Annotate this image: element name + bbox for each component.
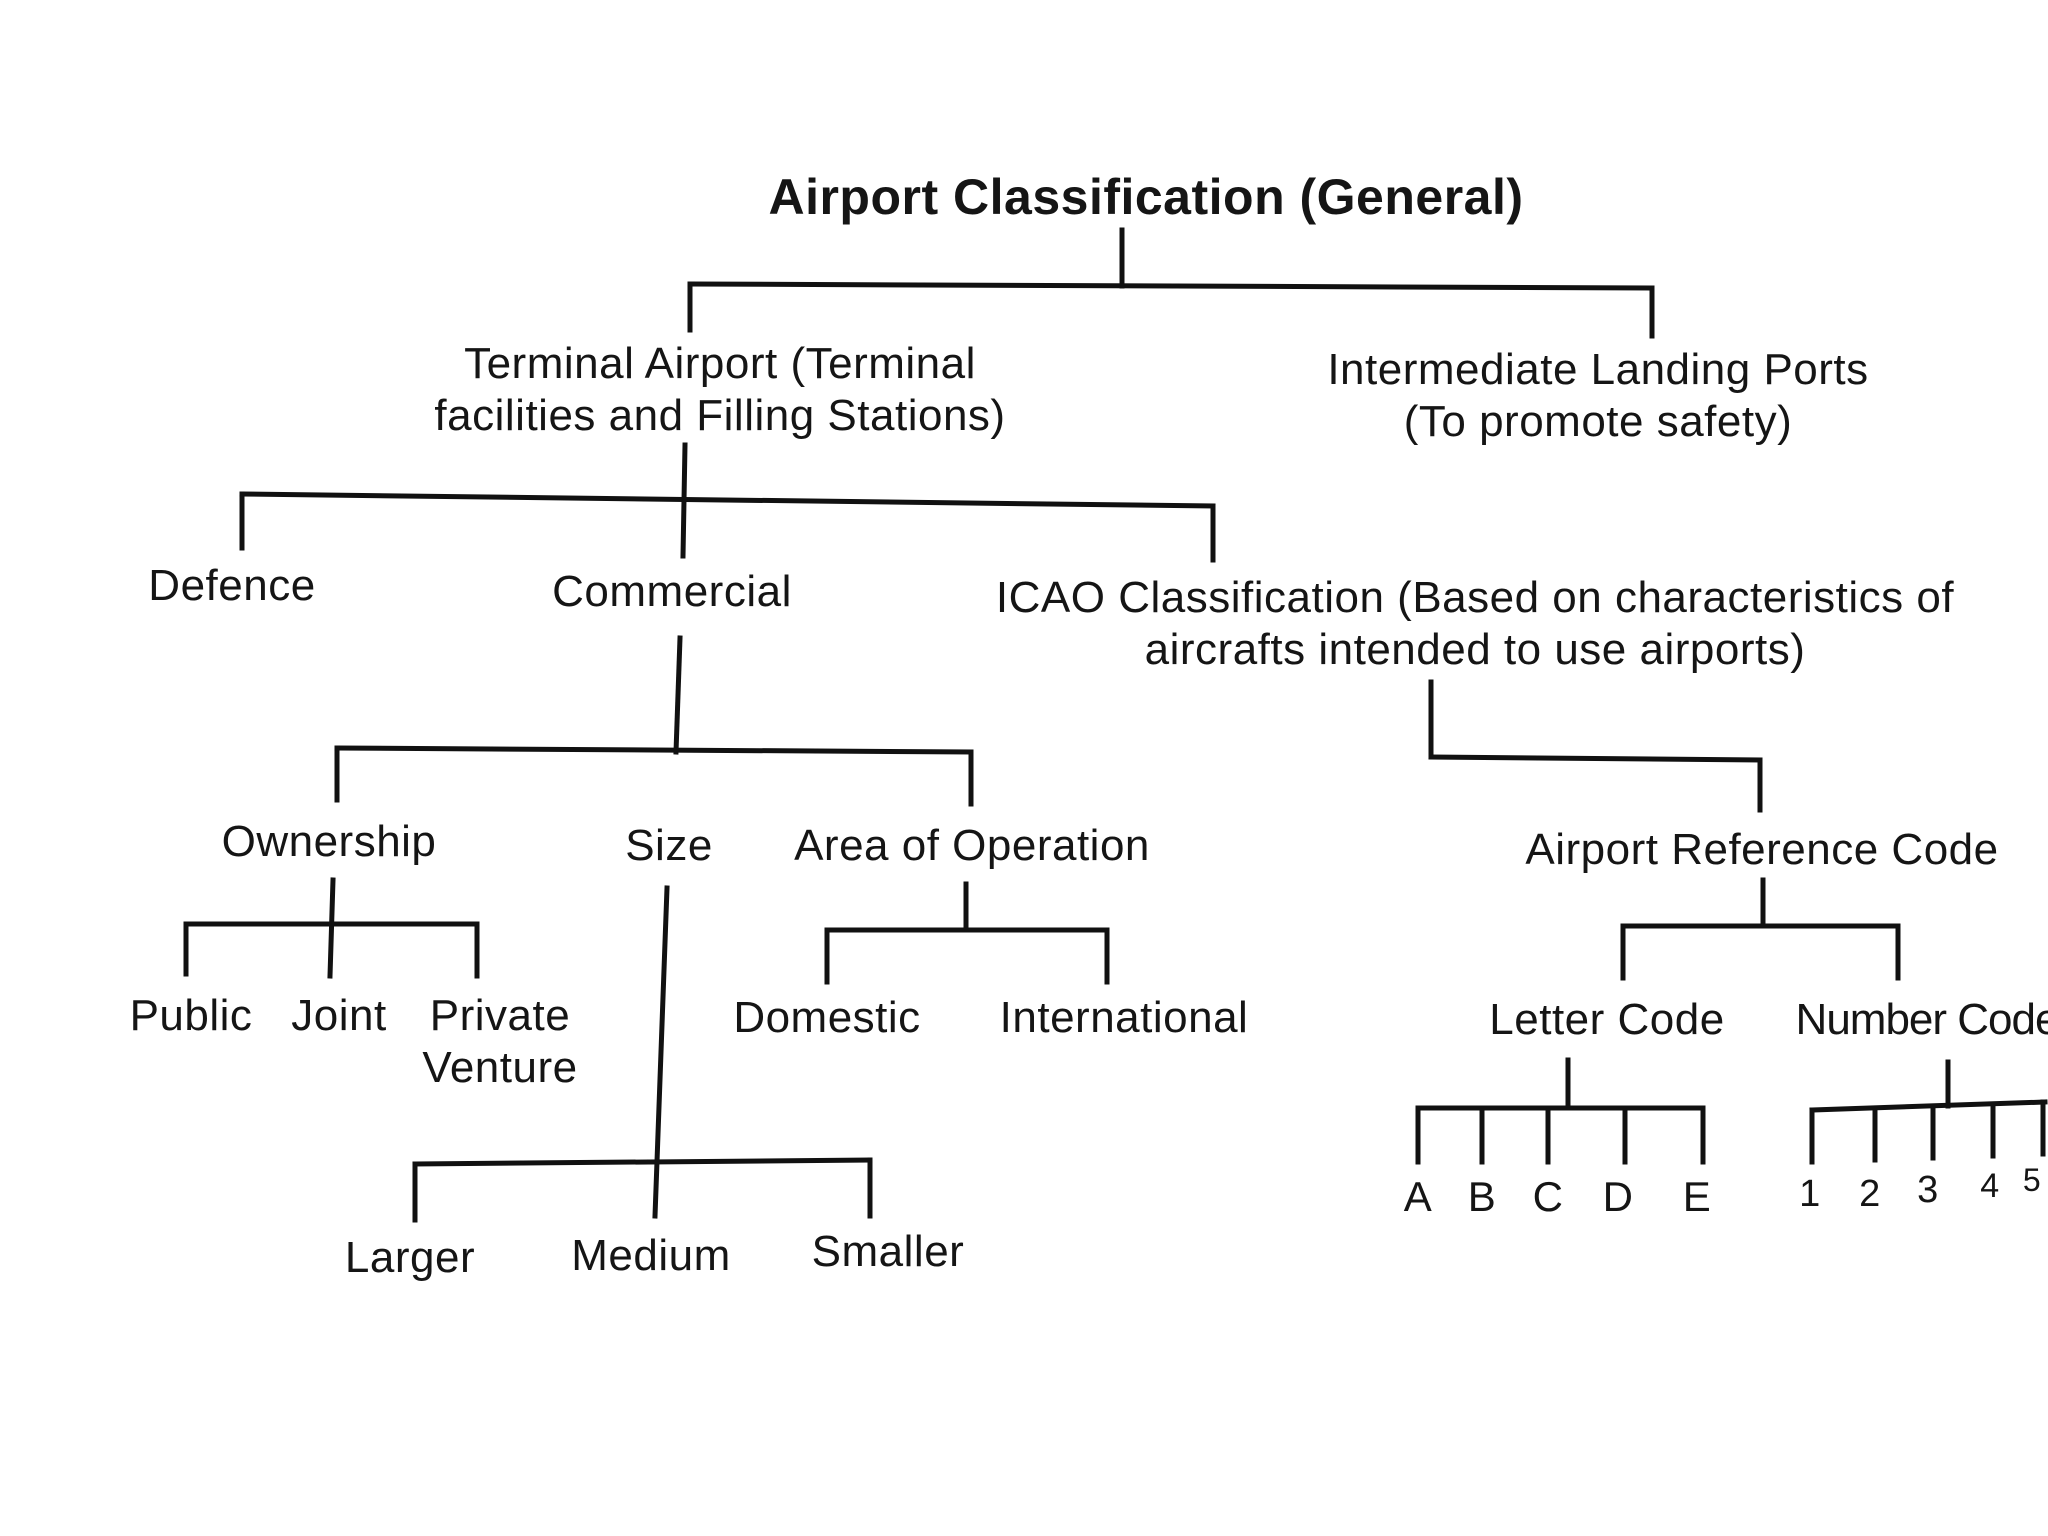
node-joint: Joint [291, 991, 387, 1040]
connector [1428, 754, 1763, 763]
node-commercial: Commercial [552, 567, 792, 616]
connector [239, 491, 1216, 509]
node-airport-reference-code: Airport Reference Code [1525, 825, 1999, 874]
connector [673, 635, 683, 755]
node-text-line: ICAO Classification (Based on characteri… [995, 573, 1955, 622]
node-medium: Medium [571, 1231, 731, 1280]
node-domestic: Domestic [733, 993, 921, 1042]
node-area-of-operation: Area of Operation [794, 821, 1150, 870]
node-ownership: Ownership [221, 817, 437, 866]
connector [412, 1157, 873, 1167]
node-text-line: facilities and Filling Stations) [434, 390, 1006, 440]
node-terminal-airport: Terminal Airport (Terminal facilities an… [434, 338, 1005, 442]
node-icao-classification: ICAO Classification (Based on characteri… [996, 572, 1954, 676]
node-text-line: aircrafts intended to use airports) [1144, 624, 1806, 674]
node-smaller: Smaller [811, 1227, 965, 1276]
node-letter-code: Letter Code [1489, 995, 1725, 1044]
node-number-code: Number Code [1795, 995, 2048, 1044]
node-letter-b: B [1467, 1173, 1497, 1220]
node-number-4: 4 [1980, 1167, 2000, 1205]
connector [652, 885, 670, 1219]
connector [334, 745, 974, 755]
node-private-venture: Private Venture [422, 990, 577, 1094]
node-intermediate-landing-ports: Intermediate Landing Ports (To promote s… [1327, 344, 1868, 448]
node-text-line: (To promote safety) [1403, 396, 1793, 446]
node-text-line: Private [429, 991, 571, 1040]
node-number-1: 1 [1799, 1173, 1821, 1215]
connector [1809, 1099, 2048, 1113]
node-letter-d: D [1602, 1173, 1634, 1220]
node-number-2: 2 [1859, 1173, 1881, 1215]
node-size: Size [625, 821, 713, 870]
node-larger: Larger [344, 1233, 476, 1282]
node-letter-e: E [1682, 1173, 1712, 1220]
node-letter-a: A [1403, 1173, 1433, 1220]
connector [687, 281, 1655, 291]
node-letter-c: C [1532, 1173, 1564, 1220]
node-number-5: 5 [2022, 1162, 2042, 1198]
node-text-line: Terminal Airport (Terminal [464, 339, 976, 388]
diagram-title: Airport Classification (General) [768, 169, 1524, 225]
node-public: Public [129, 991, 253, 1040]
node-defence: Defence [148, 561, 316, 610]
node-number-3: 3 [1917, 1169, 1939, 1211]
node-international: International [999, 993, 1249, 1042]
node-text-line: Intermediate Landing Ports [1327, 345, 1869, 394]
node-text-line: Venture [422, 1042, 578, 1092]
connector [327, 877, 336, 979]
